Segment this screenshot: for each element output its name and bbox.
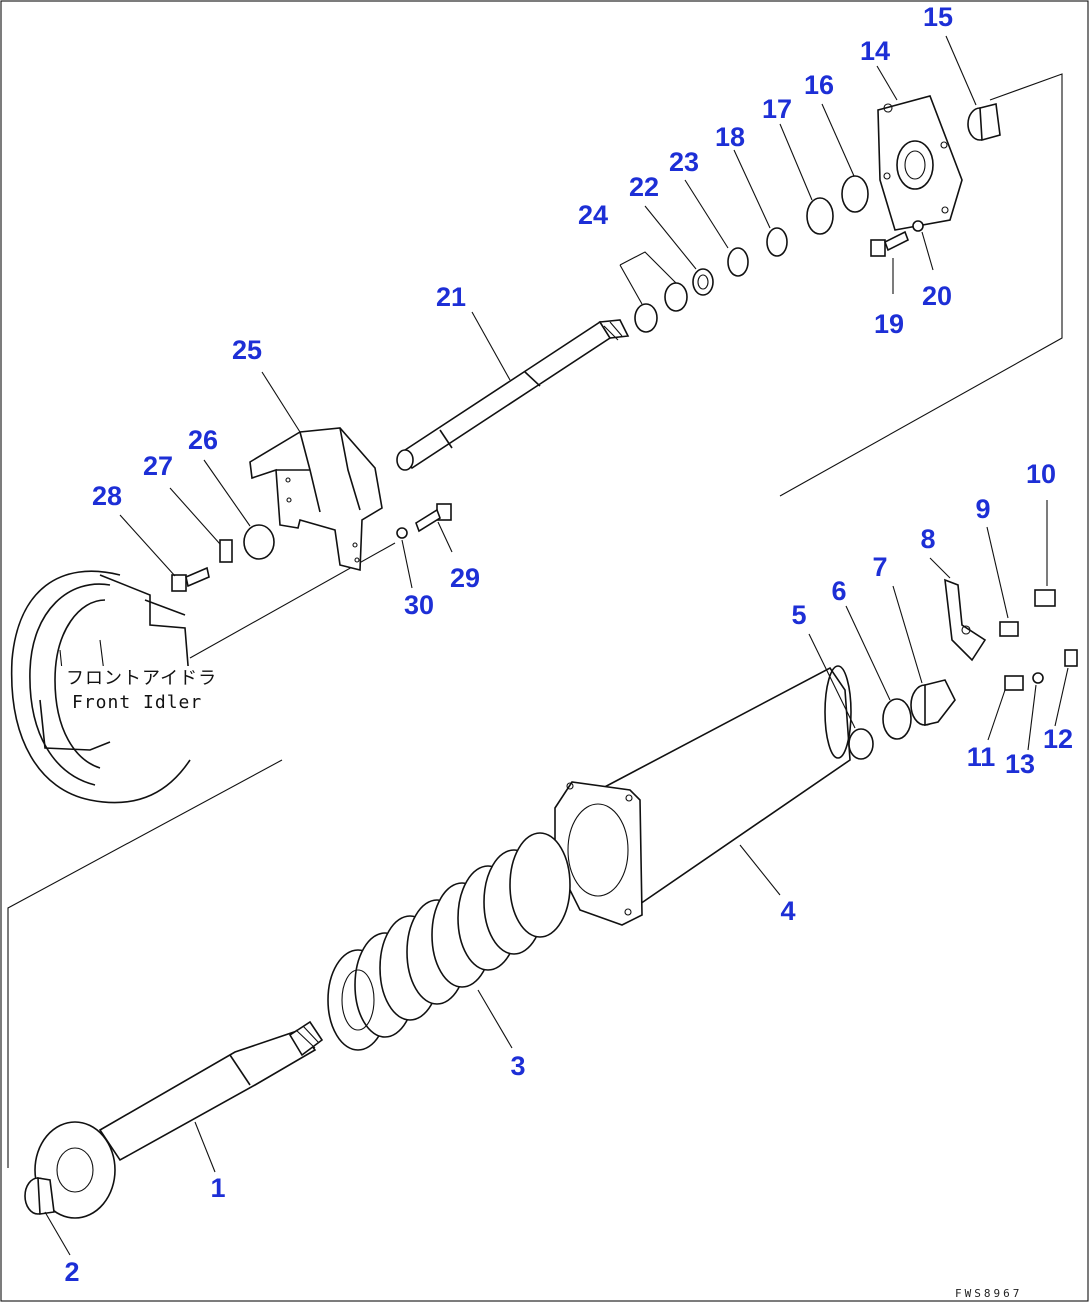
- part-10-fitting: [1034, 589, 1056, 607]
- part-13-washer: [1032, 672, 1044, 684]
- part-2-cap: [24, 1177, 55, 1215]
- label-5: 5: [791, 600, 806, 630]
- part-11-fitting: [1004, 675, 1024, 691]
- part-12-bolt: [1064, 649, 1078, 667]
- part-14-flange: [877, 95, 963, 231]
- label-18: 18: [715, 122, 745, 152]
- label-19: 19: [874, 309, 904, 339]
- part-21-rod: [396, 319, 630, 471]
- label-12: 12: [1043, 724, 1073, 754]
- part-30-washer: [396, 527, 408, 539]
- label-14: 14: [860, 36, 890, 66]
- note-english: Front Idler: [72, 692, 202, 713]
- label-3: 3: [510, 1051, 525, 1081]
- label-15: 15: [923, 2, 953, 32]
- part-25-guard: [249, 427, 383, 572]
- label-17: 17: [762, 94, 792, 124]
- part-5-ring: [848, 728, 874, 760]
- part-16-ring: [841, 175, 869, 213]
- part-17-ring: [806, 197, 834, 235]
- part-20-washer: [912, 220, 924, 232]
- part-24-rings: [634, 282, 688, 333]
- part-9-valve: [999, 621, 1019, 637]
- label-21: 21: [436, 282, 466, 312]
- label-9: 9: [975, 494, 990, 524]
- label-24: 24: [578, 200, 608, 230]
- leader-lines: [44, 35, 1069, 1256]
- label-23: 23: [669, 147, 699, 177]
- drawing-code: FWS8967: [955, 1287, 1022, 1300]
- part-4-cylinder: [554, 665, 852, 926]
- part-26-washer: [243, 524, 275, 560]
- label-4: 4: [780, 896, 795, 926]
- note-background: [60, 666, 212, 716]
- label-30: 30: [404, 590, 434, 620]
- note-japanese: フロントアイドラ: [66, 668, 217, 689]
- part-6-ring: [882, 698, 912, 740]
- label-2: 2: [64, 1257, 79, 1287]
- label-27: 27: [143, 451, 173, 481]
- label-6: 6: [831, 576, 846, 606]
- label-20: 20: [922, 281, 952, 311]
- part-7-bushing: [910, 679, 956, 727]
- part-3-spring: [327, 832, 571, 1051]
- part-19-bolt: [870, 230, 910, 257]
- label-16: 16: [804, 70, 834, 100]
- label-28: 28: [92, 481, 122, 511]
- label-7: 7: [872, 552, 887, 582]
- label-1: 1: [210, 1173, 225, 1203]
- label-29: 29: [450, 563, 480, 593]
- label-22: 22: [629, 172, 659, 202]
- label-13: 13: [1005, 749, 1035, 779]
- lower-group-boundary: [7, 759, 283, 1168]
- part-1-rod: [34, 1020, 324, 1219]
- label-25: 25: [232, 335, 262, 365]
- part-18-circlip: [766, 227, 788, 257]
- part-23-snap-ring: [727, 247, 749, 277]
- label-8: 8: [920, 524, 935, 554]
- label-26: 26: [188, 425, 218, 455]
- part-15-cap: [967, 103, 1001, 142]
- part-28-bolt: [171, 566, 210, 592]
- part-8-lock-plate: [944, 578, 987, 662]
- part-labels: 15 14 16 17 18 23 22 24 21 25 26 27 28 1…: [64, 2, 1073, 1287]
- part-27-plate: [219, 539, 233, 563]
- part-22-nut: [692, 268, 714, 296]
- part-29-bolt: [415, 503, 452, 533]
- label-11: 11: [967, 742, 996, 772]
- label-10: 10: [1026, 459, 1056, 489]
